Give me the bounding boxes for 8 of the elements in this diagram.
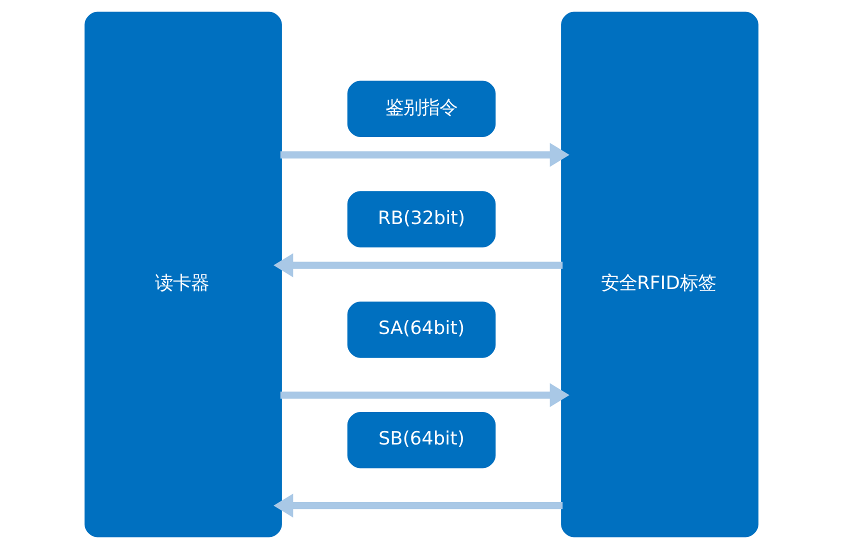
node-box: SA(64bit) bbox=[346, 302, 496, 358]
node-box: 鉴别指令 bbox=[346, 80, 496, 137]
node-box: SB(64bit) bbox=[346, 412, 496, 468]
arrow bbox=[273, 253, 562, 278]
arrow bbox=[280, 142, 569, 167]
node-box: RB(32bit) bbox=[346, 191, 496, 248]
arrow bbox=[273, 494, 562, 518]
arrow bbox=[280, 383, 569, 408]
